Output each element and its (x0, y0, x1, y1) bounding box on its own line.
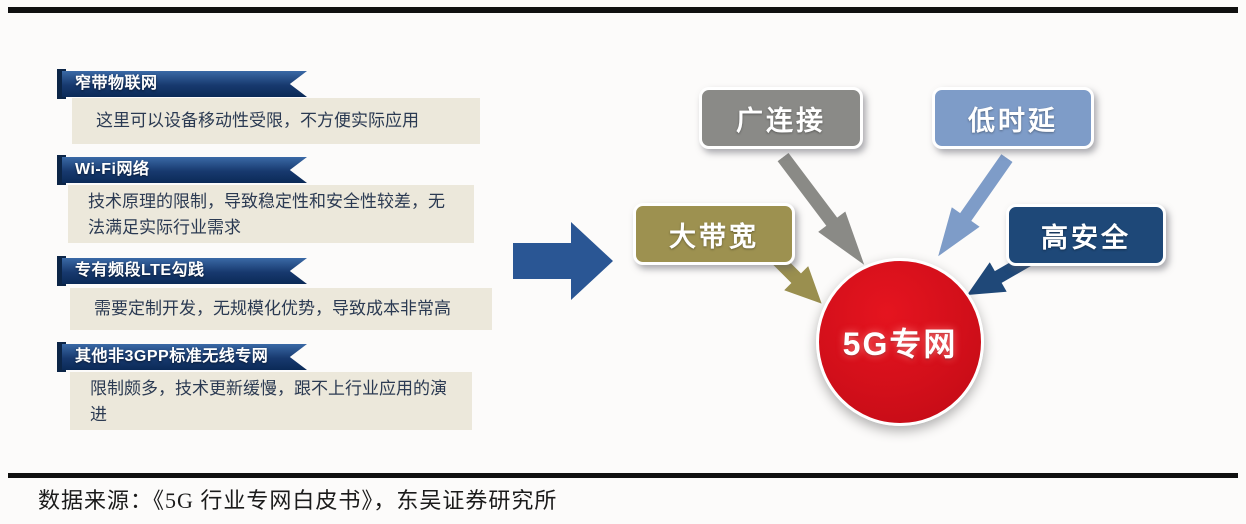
ribbon-left-fold (57, 342, 66, 372)
ribbon-left-fold (57, 256, 66, 286)
bottom-divider (8, 473, 1238, 478)
advantage-box-broadband: 大带宽 (633, 203, 795, 265)
tech-banner-lte: 专有频段LTE勾践 (62, 258, 307, 284)
tech-banner-nbiot: 窄带物联网 (62, 71, 307, 97)
advantage-box-latency: 低时延 (932, 87, 1094, 149)
tech-desc-nbiot: 这里可以设备移动性受限，不方便实际应用 (72, 98, 480, 144)
advantage-box-security: 高安全 (1006, 204, 1166, 266)
tech-desc-wifi: 技术原理的限制，导致稳定性和安全性较差，无法满足实际行业需求 (68, 185, 474, 243)
ribbon-left-fold (57, 155, 66, 185)
core-circle-5g-private-network: 5G专网 (816, 258, 984, 426)
core-circle-label: 5G专网 (842, 326, 958, 362)
top-divider (8, 7, 1238, 13)
tech-desc-non3gpp: 限制颇多，技术更新缓慢，跟不上行业应用的演进 (70, 372, 472, 430)
right-arrow-icon (513, 222, 613, 300)
tech-desc-lte: 需要定制开发，无规模化优势，导致成本非常高 (70, 288, 492, 330)
tech-banner-non3gpp: 其他非3GPP标准无线专网 (62, 344, 307, 370)
advantage-box-connection: 广连接 (699, 87, 863, 149)
data-source-note: 数据来源：《5G 行业专网白皮书》，东吴证券研究所 (38, 488, 558, 513)
ribbon-left-fold (57, 69, 66, 99)
tech-banner-wifi: Wi-Fi网络 (62, 157, 307, 183)
